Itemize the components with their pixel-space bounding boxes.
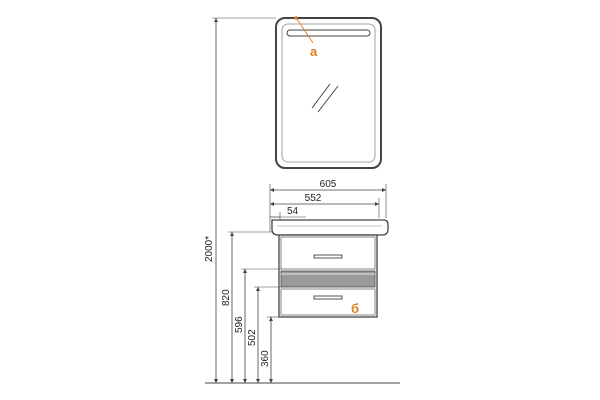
dimension-820: 820 <box>221 231 272 383</box>
dimension-605: 605 <box>269 179 387 232</box>
mirror-light-strip <box>286 29 371 37</box>
callout-a-label: а <box>310 44 318 59</box>
dimension-2000: 2000* <box>204 17 276 383</box>
dimension-605-label: 605 <box>320 179 337 190</box>
callout-a: а <box>294 16 318 59</box>
dimension-360-label: 360 <box>260 350 271 367</box>
vanity-cabinet <box>271 219 389 318</box>
lower-drawer <box>280 288 376 316</box>
dimension-502: 502 <box>247 286 281 383</box>
dimension-552: 552 <box>270 193 380 218</box>
dimension-552-label: 552 <box>305 193 322 204</box>
dimension-596: 596 <box>234 268 281 383</box>
mirror <box>275 17 382 169</box>
dimension-54-label: 54 <box>287 206 299 217</box>
dimension-2000-label: 2000* <box>204 236 215 262</box>
dimension-502-label: 502 <box>247 329 258 346</box>
dimension-820-label: 820 <box>221 289 232 306</box>
dimension-360: 360 <box>260 316 279 383</box>
upper-drawer <box>280 236 376 270</box>
open-shelf <box>280 270 376 288</box>
dimension-596-label: 596 <box>234 316 245 333</box>
callout-b-label: б <box>351 301 359 316</box>
basin-top <box>271 219 389 236</box>
